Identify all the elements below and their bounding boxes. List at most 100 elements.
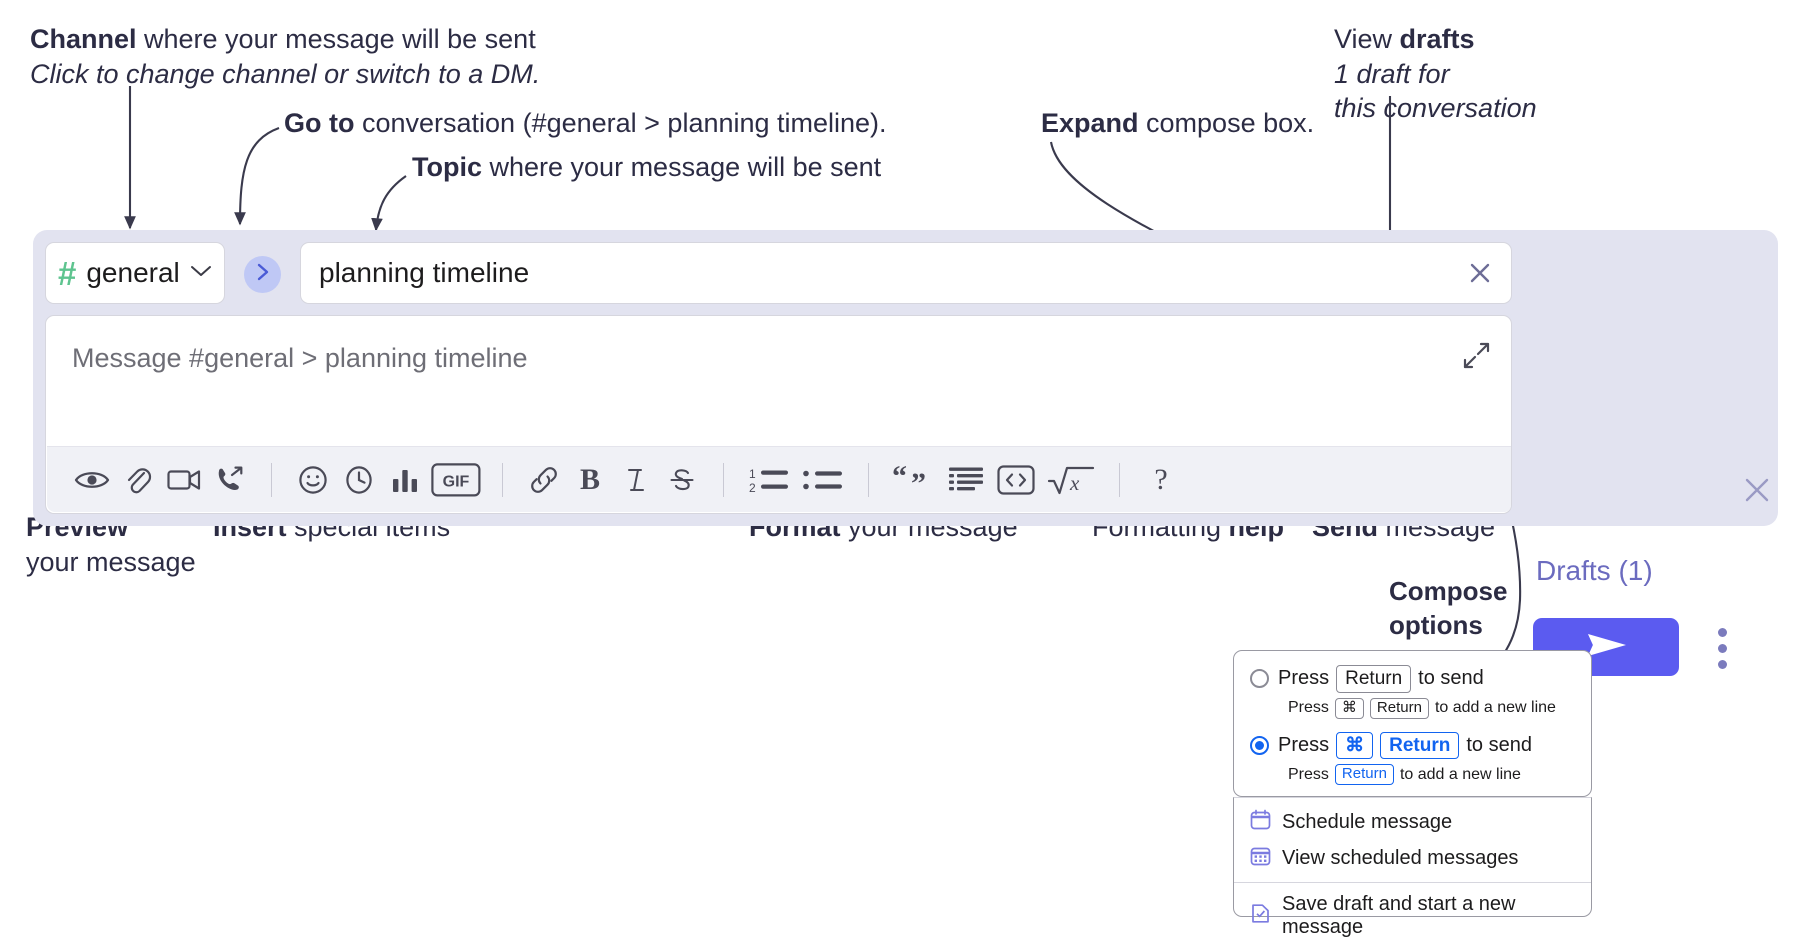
calendar-grid-icon xyxy=(1250,845,1271,872)
annotation-drafts-line2: 1 draft for xyxy=(1334,58,1450,89)
svg-text:1: 1 xyxy=(749,467,756,481)
menu-item-view-scheduled-label: View scheduled messages xyxy=(1282,847,1519,869)
calendar-schedule-icon xyxy=(1250,809,1271,836)
separator-5 xyxy=(1119,462,1120,497)
italic-icon[interactable] xyxy=(613,457,659,503)
option1-sub-post: to add a new line xyxy=(1434,699,1556,717)
annotation-channel-italic: Click to change channel or switch to a D… xyxy=(30,58,541,89)
chevron-right-icon xyxy=(255,262,271,287)
compose-panel: # general planning timeline xyxy=(33,230,1778,676)
annotation-topic-bold: Topic xyxy=(412,152,482,182)
option2-pre: Press xyxy=(1278,733,1330,756)
annotation-expand: Expand compose box. xyxy=(1041,106,1314,141)
option2-sub-key-return: Return xyxy=(1334,764,1394,785)
compose-options-button[interactable] xyxy=(1705,622,1739,674)
annotation-preview-line2: your message xyxy=(26,546,196,577)
menu-item-schedule-label: Schedule message xyxy=(1282,811,1453,833)
goto-conversation-button[interactable] xyxy=(244,256,281,293)
separator-3 xyxy=(723,462,724,497)
poll-bar-chart-icon[interactable] xyxy=(382,457,428,503)
gif-icon[interactable]: GIF xyxy=(428,457,484,503)
bold-label: B xyxy=(579,462,600,496)
annotation-goto-rest: conversation (#general > planning timeli… xyxy=(354,108,887,138)
send-option-cmd-return-sub: Press Return to add a new line xyxy=(1288,764,1575,785)
annotation-compose-options-line2: options xyxy=(1389,609,1483,640)
channel-name-label: general xyxy=(86,257,180,288)
kebab-dot-2 xyxy=(1717,643,1727,653)
svg-text:x: x xyxy=(1069,471,1080,495)
option1-sub-pre: Press xyxy=(1288,699,1329,717)
svg-text:“: “ xyxy=(892,465,907,493)
reminder-clock-icon[interactable] xyxy=(336,457,382,503)
menu-item-save-draft[interactable]: Save draft and start a new message xyxy=(1250,893,1575,939)
save-draft-icon xyxy=(1250,903,1271,930)
message-input-area[interactable]: Message #general > planning timeline xyxy=(45,315,1512,514)
annotation-topic: Topic where your message will be sent xyxy=(412,150,881,185)
annotation-drafts: View drafts 1 draft for this conversatio… xyxy=(1334,22,1537,126)
option1-pre: Press xyxy=(1278,667,1330,690)
separator-4 xyxy=(868,462,869,497)
topic-field[interactable]: planning timeline xyxy=(300,242,1512,304)
code-block-icon[interactable] xyxy=(941,457,991,503)
send-option-cmd-return[interactable]: Press ⌘ Return to send xyxy=(1250,731,1575,760)
menu-item-view-scheduled[interactable]: View scheduled messages xyxy=(1250,845,1575,872)
send-option-return[interactable]: Press Return to send xyxy=(1250,665,1575,693)
menu-item-schedule-message[interactable]: Schedule message xyxy=(1250,809,1575,836)
kebab-dot-1 xyxy=(1717,627,1727,637)
emoji-icon[interactable] xyxy=(290,457,336,503)
option2-sub-post: to add a new line xyxy=(1399,765,1521,783)
svg-text:2: 2 xyxy=(749,481,756,495)
compose-options-menu-bottom: Schedule message View scheduled messages xyxy=(1233,797,1592,938)
bulleted-list-icon[interactable] xyxy=(796,457,850,503)
kebab-dot-3 xyxy=(1717,659,1727,669)
menu-item-save-draft-label: Save draft and start a new message xyxy=(1282,893,1516,938)
option1-key-return: Return xyxy=(1336,665,1412,693)
attachment-icon[interactable] xyxy=(115,457,161,503)
topic-value: planning timeline xyxy=(319,257,530,288)
preview-icon[interactable] xyxy=(69,457,115,503)
option2-key-cmd: ⌘ xyxy=(1336,731,1374,760)
expand-icon[interactable] xyxy=(1459,338,1493,372)
inline-code-icon[interactable] xyxy=(991,457,1041,503)
audio-huddle-icon[interactable] xyxy=(207,457,253,503)
drafts-link[interactable]: Drafts (1) xyxy=(1536,555,1653,586)
close-compose-icon[interactable] xyxy=(1740,473,1774,507)
option2-key-return: Return xyxy=(1380,731,1460,760)
compose-inner: # general planning timeline xyxy=(45,242,1512,514)
hash-channel-icon: # xyxy=(58,254,77,292)
link-icon[interactable] xyxy=(521,457,567,503)
annotation-channel: Channel where your message will be sent … xyxy=(30,22,540,91)
annotation-drafts-pre: View xyxy=(1334,24,1400,54)
option2-sub-pre: Press xyxy=(1288,765,1329,783)
close-icon[interactable] xyxy=(1463,256,1497,290)
help-label: ? xyxy=(1154,462,1168,496)
radio-return[interactable] xyxy=(1250,669,1269,689)
annotation-drafts-line3: this conversation xyxy=(1334,93,1537,124)
annotation-expand-bold: Expand xyxy=(1041,108,1139,138)
ordered-list-icon[interactable]: 1 2 xyxy=(742,457,796,503)
bold-icon[interactable]: B xyxy=(567,457,613,503)
radio-cmd-return[interactable] xyxy=(1250,735,1269,755)
annotation-channel-bold: Channel xyxy=(30,24,137,54)
channel-picker[interactable]: # general xyxy=(45,242,225,304)
svg-text:”: ” xyxy=(911,467,926,495)
svg-text:GIF: GIF xyxy=(443,473,470,490)
separator-2 xyxy=(502,462,503,497)
send-paper-plane-icon xyxy=(1580,628,1632,667)
annotation-expand-rest: compose box. xyxy=(1138,108,1315,138)
help-icon[interactable]: ? xyxy=(1138,457,1184,503)
annotation-goto: Go to conversation (#general > planning … xyxy=(284,106,887,141)
separator-1 xyxy=(271,462,272,497)
math-latex-icon[interactable]: x xyxy=(1041,457,1101,503)
strikethrough-icon[interactable] xyxy=(659,457,705,503)
video-icon[interactable] xyxy=(161,457,207,503)
annotation-compose-options-line1: Compose xyxy=(1389,576,1508,606)
blockquote-icon[interactable]: “ ” xyxy=(887,457,941,503)
menu-divider xyxy=(1234,882,1591,883)
annotation-goto-bold: Go to xyxy=(284,108,355,138)
option1-post: to send xyxy=(1418,667,1484,690)
annotation-drafts-bold: drafts xyxy=(1399,24,1475,54)
annotation-topic-rest: where your message will be sent xyxy=(482,152,882,182)
option2-post: to send xyxy=(1466,733,1532,756)
